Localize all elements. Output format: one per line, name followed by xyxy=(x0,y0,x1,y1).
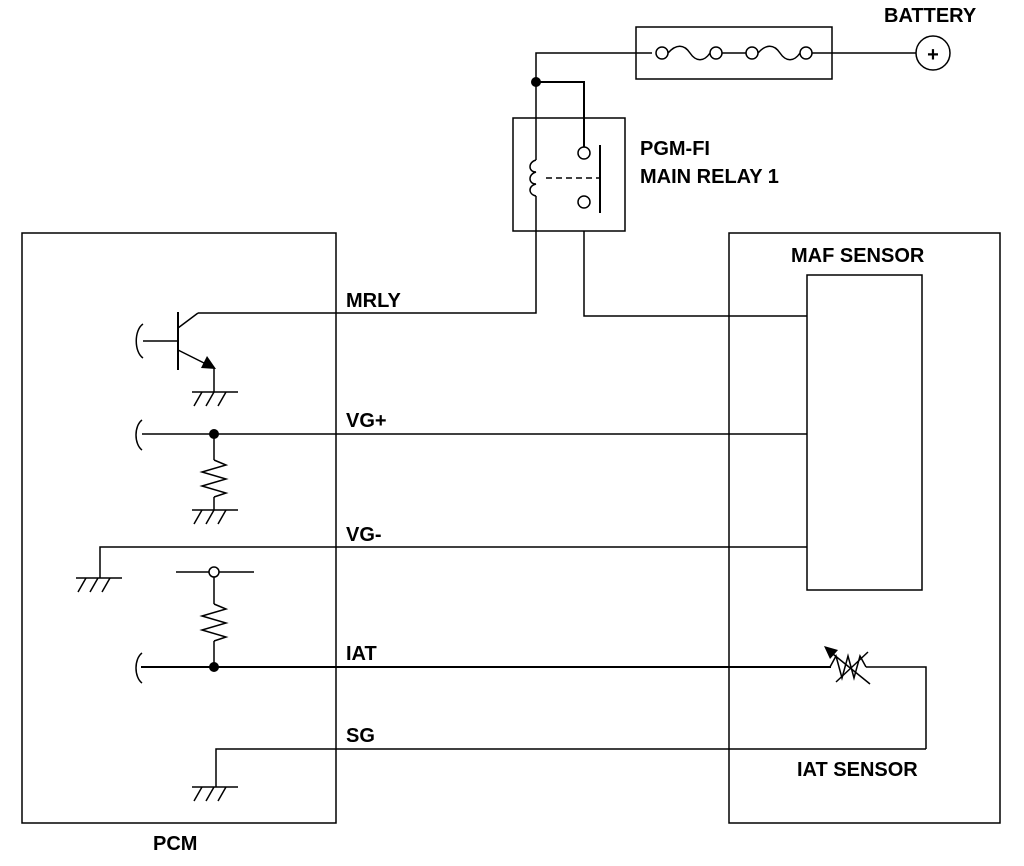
iat-sensor-label: IAT SENSOR xyxy=(797,759,918,781)
iat-label: IAT xyxy=(346,643,377,665)
mrly-wire xyxy=(198,231,537,314)
resistor-icon xyxy=(199,434,229,510)
iat-sensor-loop-wire xyxy=(866,666,927,749)
battery-plus-symbol: + xyxy=(927,44,939,66)
battery-label: BATTERY xyxy=(884,5,977,27)
thermistor-icon xyxy=(824,646,871,685)
ground-icon xyxy=(192,509,238,525)
relay-box xyxy=(512,82,626,232)
ground-icon xyxy=(76,577,122,593)
reference-voltage-terminal xyxy=(208,566,220,578)
ground-icon xyxy=(192,786,238,802)
sg-label: SG xyxy=(346,725,375,747)
fuse-box xyxy=(635,26,833,80)
maf-sensor-box xyxy=(728,232,1001,824)
junction-dot xyxy=(209,662,219,672)
pcm-box xyxy=(21,232,337,824)
transistor-icon xyxy=(135,312,216,392)
pcm-label: PCM xyxy=(153,833,197,855)
vg-minus-label: VG- xyxy=(346,524,382,546)
connector-arc-icon xyxy=(135,652,143,684)
relay-switch-feed-wire xyxy=(535,81,585,147)
sg-wire xyxy=(215,748,926,787)
vg-plus-label: VG+ xyxy=(346,410,387,432)
fuse-to-relay-wire xyxy=(535,52,636,82)
maf-sensor-label: MAF SENSOR xyxy=(791,245,925,267)
ground-icon xyxy=(192,391,238,407)
resistor-icon xyxy=(199,577,229,667)
relay-label-line1: PGM-FI xyxy=(640,138,710,160)
mrly-label: MRLY xyxy=(346,290,401,312)
relay-label-line2: MAIN RELAY 1 xyxy=(640,166,779,188)
connector-arc-icon xyxy=(135,419,143,451)
vg-minus-wire xyxy=(99,546,807,578)
maf-sensor-element xyxy=(806,274,923,591)
relay-to-maf-wire xyxy=(583,231,807,317)
battery-terminal-icon: + xyxy=(915,35,951,71)
